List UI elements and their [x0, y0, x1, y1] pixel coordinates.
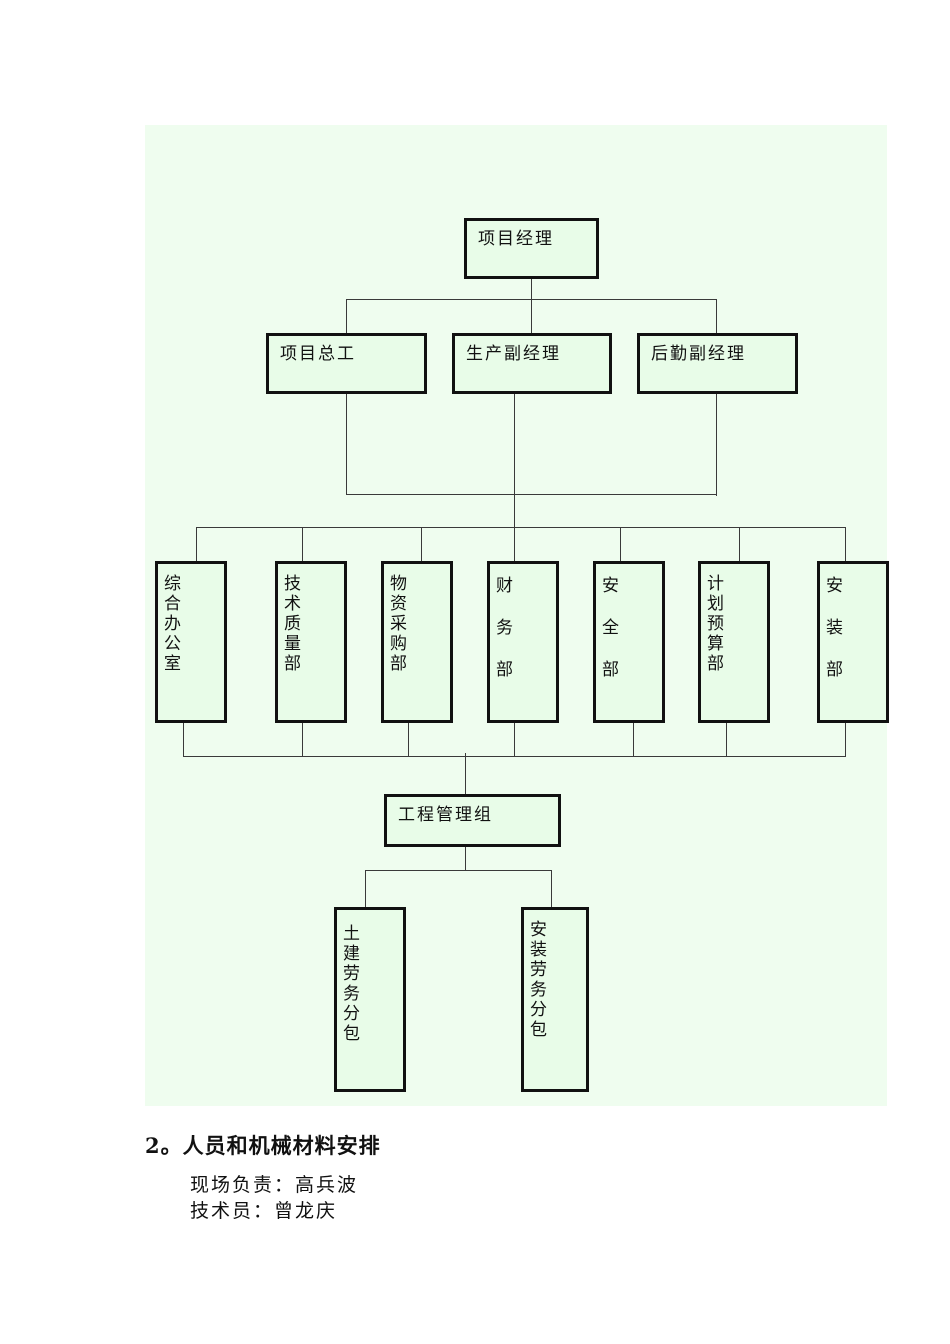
node-label: 后勤副经理: [651, 344, 746, 364]
connector: [465, 846, 466, 870]
connector: [465, 753, 466, 795]
node-label: 生产副经理: [466, 344, 561, 364]
node-installation: 安装部: [817, 561, 889, 723]
connector: [716, 299, 717, 333]
connector: [365, 870, 366, 908]
node-civil-subcontract: 土建劳务分包: [334, 907, 406, 1092]
connector: [421, 527, 422, 561]
connector: [365, 870, 552, 871]
connector: [620, 527, 621, 561]
node-procurement: 物资采购部: [381, 561, 453, 723]
node-production-deputy: 生产副经理: [452, 333, 612, 394]
node-logistics-deputy: 后勤副经理: [637, 333, 798, 394]
node-label: 计划预算部: [707, 574, 724, 674]
node-label: 土建劳务分包: [343, 924, 360, 1044]
node-label: 安装劳务分包: [530, 920, 547, 1040]
node-label: 物资采购部: [390, 574, 407, 674]
connector: [514, 390, 515, 561]
node-finance: 财务部: [487, 561, 559, 723]
node-label: 项目经理: [478, 229, 554, 249]
connector: [183, 722, 184, 756]
connector: [551, 870, 552, 908]
node-engineering-group: 工程管理组: [384, 794, 561, 847]
node-planning-budget: 计划预算部: [698, 561, 770, 723]
section-heading: 2。人员和机械材料安排: [145, 1133, 381, 1158]
connector: [408, 722, 409, 756]
node-label: 综合办公室: [164, 574, 181, 674]
node-label: 安全部: [602, 576, 619, 680]
node-tech-quality: 技术质量部: [275, 561, 347, 723]
connector: [531, 278, 532, 299]
node-label: 财务部: [496, 576, 513, 680]
connector: [196, 527, 197, 561]
node-label: 项目总工: [280, 344, 356, 364]
connector: [531, 299, 532, 333]
node-chief-engineer: 项目总工: [266, 333, 427, 394]
connector: [726, 722, 727, 756]
connector: [845, 527, 846, 561]
connector: [346, 299, 347, 333]
connector: [346, 393, 347, 494]
node-general-office: 综合办公室: [155, 561, 227, 723]
connector: [183, 756, 846, 757]
connector: [633, 722, 634, 756]
connector: [514, 722, 515, 756]
connector: [716, 393, 717, 496]
node-label: 技术质量部: [284, 574, 301, 674]
node-project-manager: 项目经理: [464, 218, 599, 279]
node-label: 安装部: [826, 576, 843, 680]
connector: [346, 494, 717, 495]
connector: [302, 527, 303, 561]
connector: [302, 722, 303, 756]
node-safety: 安全部: [593, 561, 665, 723]
connector: [196, 527, 846, 528]
node-label: 工程管理组: [398, 805, 493, 825]
technician-line: 技术员：曾龙庆: [190, 1200, 338, 1222]
connector: [739, 527, 740, 561]
connector: [845, 722, 846, 756]
site-manager-line: 现场负责：高兵波: [190, 1174, 359, 1196]
node-install-subcontract: 安装劳务分包: [521, 907, 589, 1092]
